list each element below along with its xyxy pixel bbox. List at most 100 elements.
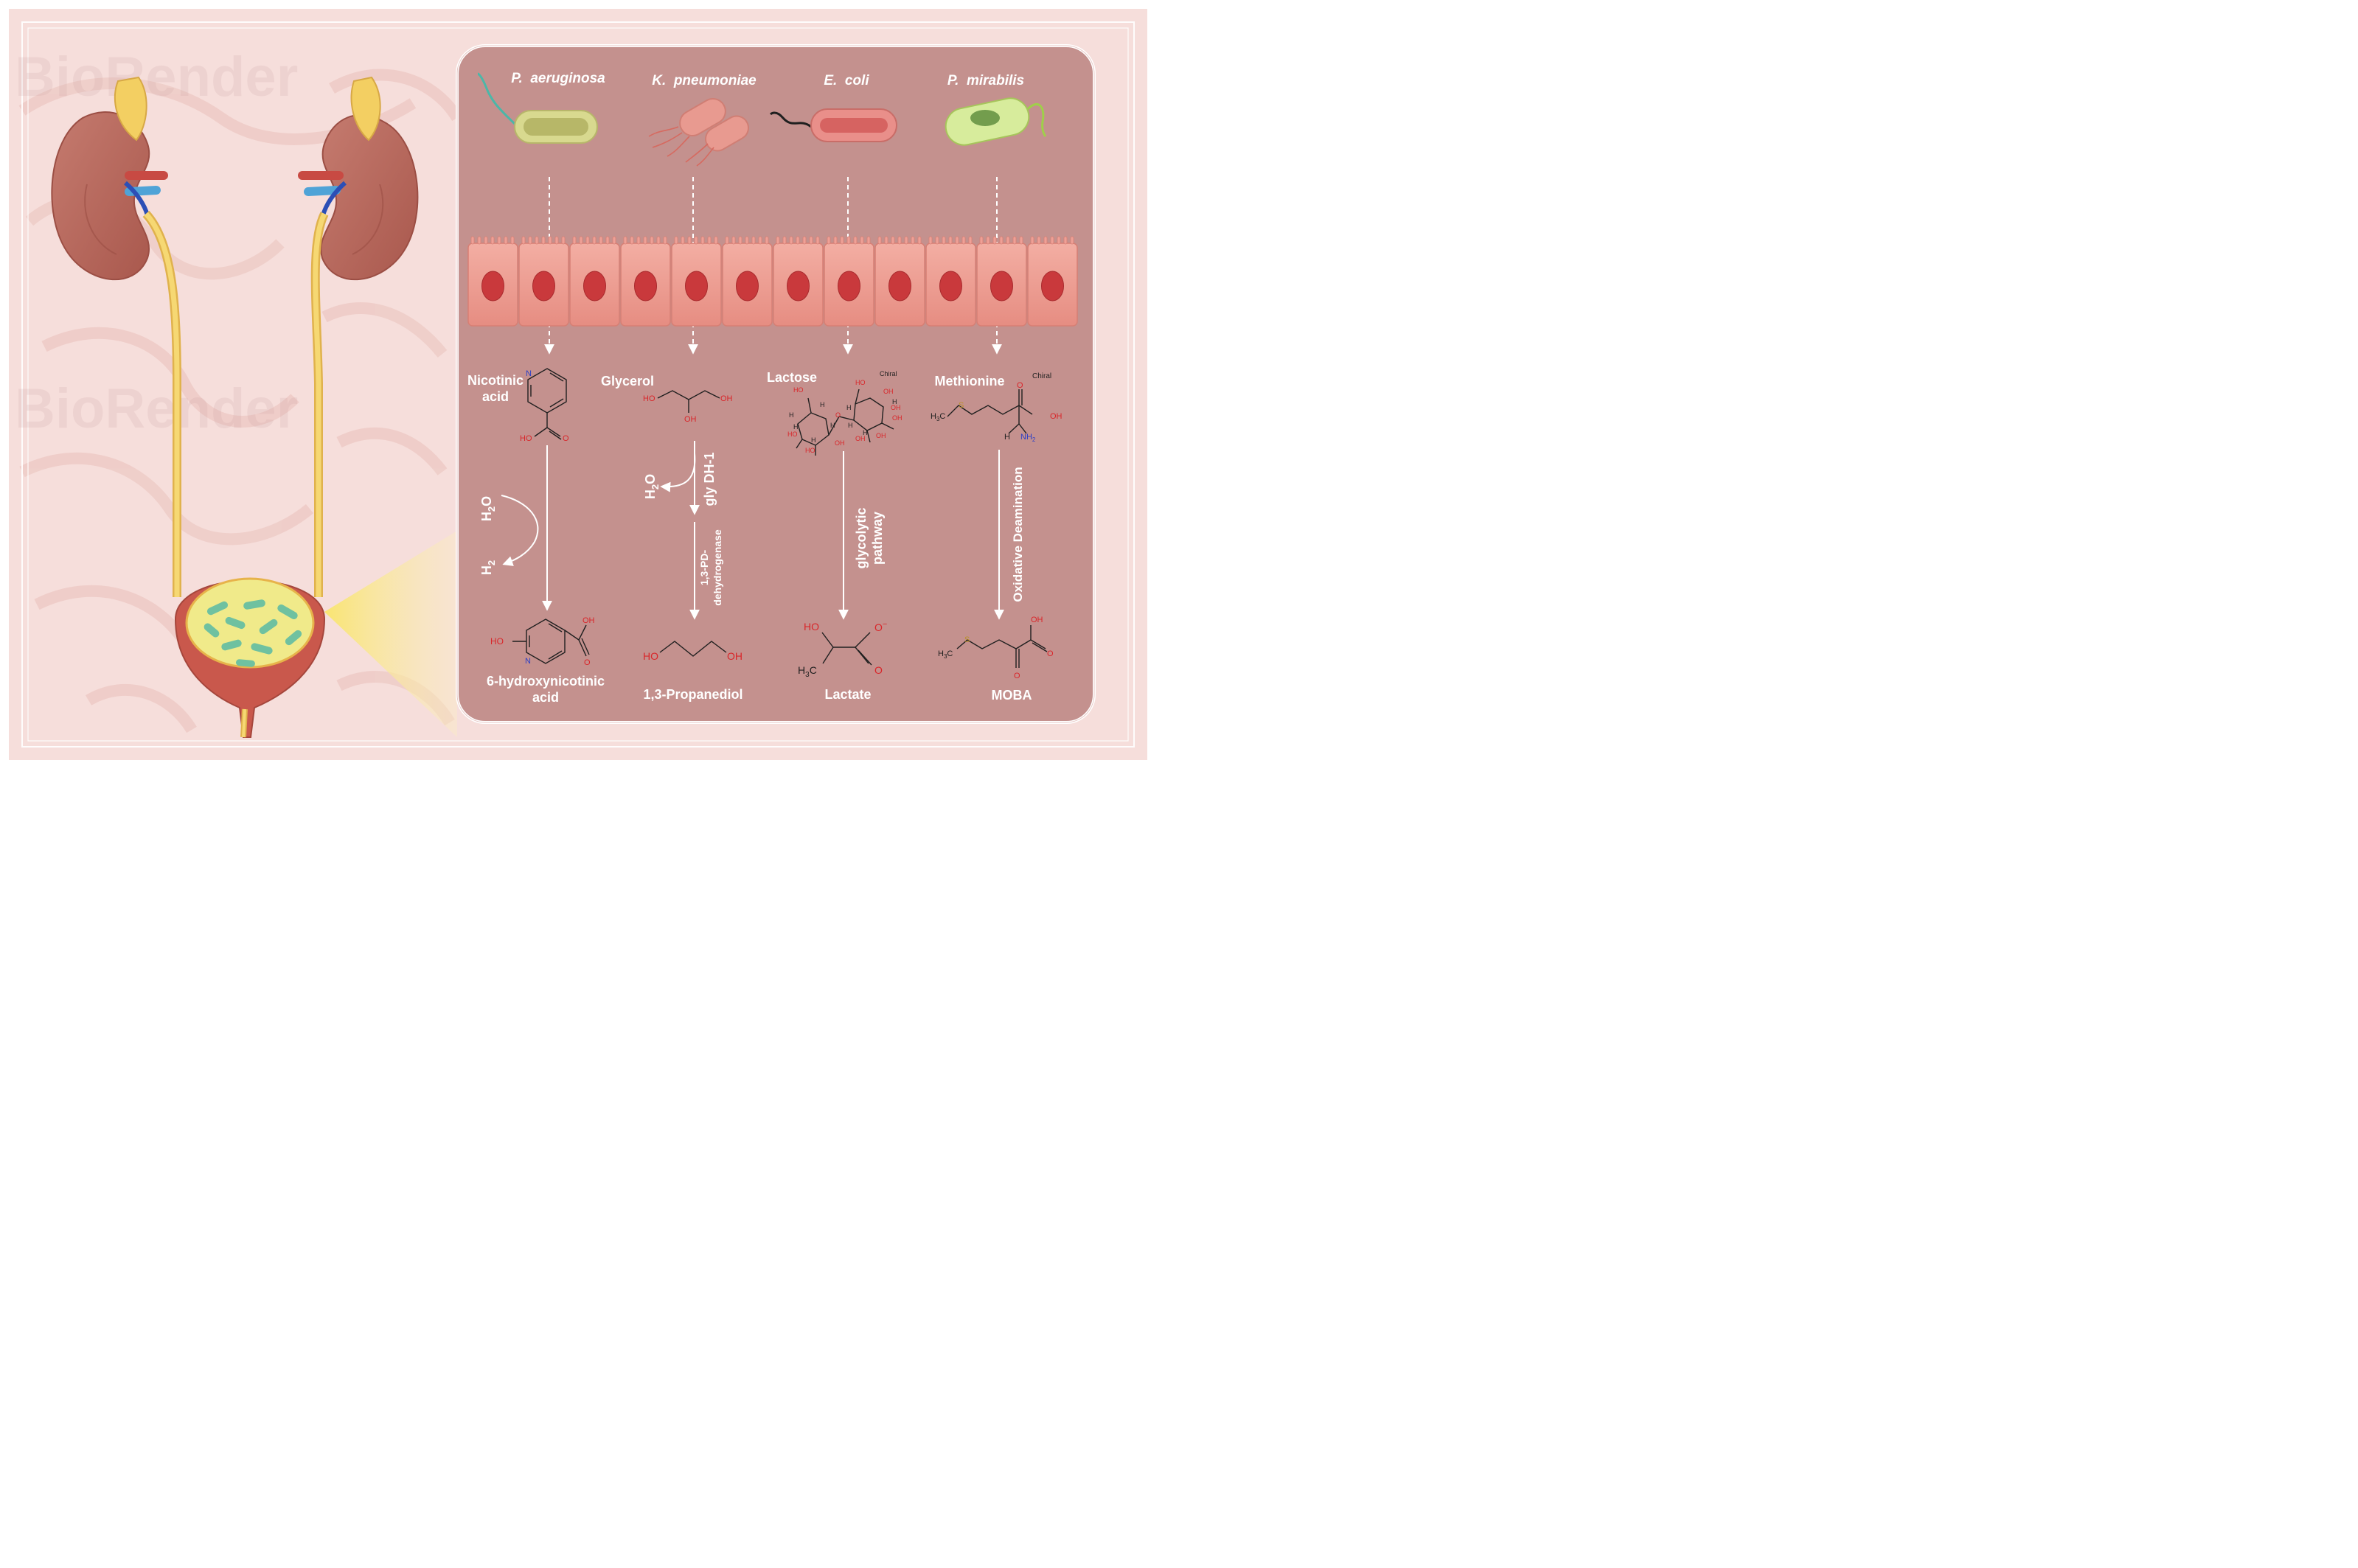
microvillus: [605, 236, 610, 245]
compound-label-nicotinic-acid: Nicotinic: [467, 373, 524, 388]
svg-text:HO: HO: [787, 431, 798, 438]
svg-text:N: N: [525, 657, 531, 666]
microvillus: [866, 236, 871, 245]
microvillus: [497, 236, 501, 245]
svg-text:OH: OH: [684, 415, 697, 424]
microvillus: [484, 236, 488, 245]
pathway-label-glycolytic: glycolytic: [854, 507, 869, 568]
product-label-6-hydroxynicotinic-acid-line2: acid: [532, 690, 559, 705]
compound-label-methionine: Methionine: [935, 374, 1005, 388]
svg-text:S: S: [964, 635, 970, 644]
left-kidney: [51, 76, 168, 281]
microvillus: [572, 236, 577, 245]
microvillus: [477, 236, 481, 245]
svg-text:S: S: [959, 401, 964, 410]
h2o-byproduct-label: H2O: [479, 496, 497, 521]
glycerol-h2o-byproduct-label: H2O: [643, 474, 661, 499]
microvillus: [955, 236, 959, 245]
svg-text:HO: HO: [643, 394, 655, 403]
1-3-propanediol-structure: HO OH: [643, 641, 742, 662]
organism-label-e-coli: E. coli: [824, 73, 869, 88]
microvillus: [968, 236, 973, 245]
svg-text:NH2: NH2: [1020, 433, 1036, 443]
bladder: [174, 577, 326, 738]
svg-text:O: O: [1014, 672, 1020, 680]
urinary-system-illustration: [51, 76, 457, 738]
nicotinic-acid-column: Nicotinic acid N HO O H2O H2: [467, 368, 605, 705]
microvillus: [765, 236, 769, 245]
urothelium-cell-layer: [467, 236, 1078, 327]
microvillus: [700, 236, 705, 245]
svg-text:HO: HO: [643, 650, 658, 662]
svg-text:HO: HO: [793, 386, 804, 394]
microvillus: [917, 236, 922, 245]
cell-nucleus: [888, 271, 911, 302]
svg-text:OH: OH: [855, 435, 866, 442]
microvillus: [623, 236, 627, 245]
methionine-chiral-tag: Chiral: [1032, 372, 1051, 380]
microvillus: [815, 236, 820, 245]
svg-text:H3C: H3C: [798, 664, 817, 679]
svg-text:OH: OH: [891, 404, 901, 411]
svg-text:O: O: [1017, 381, 1023, 390]
svg-text:BioRender: BioRender: [15, 46, 298, 108]
svg-text:OH: OH: [720, 394, 733, 403]
lactate-structure: HO O− O H3C: [798, 620, 887, 679]
microvillus: [1019, 236, 1023, 245]
enzyme-label-1-3-pd-dehydrogenase-line2: dehydrogenase: [712, 529, 723, 606]
enzyme-label-1-3-pd-dehydrogenase: 1,3-PD-: [698, 550, 710, 586]
k-pneumoniae-bacterium-icon: [648, 98, 749, 167]
microvillus: [891, 236, 895, 245]
svg-text:OH: OH: [835, 439, 845, 447]
microvillus: [809, 236, 813, 245]
svg-text:H: H: [811, 436, 816, 444]
methionine-structure: H3C S O OH H NH2: [931, 381, 1063, 443]
microvillus: [738, 236, 742, 245]
organism-label-k-pneumoniae: K. pneumoniae: [652, 73, 757, 88]
microvillus: [935, 236, 939, 245]
svg-text:OH: OH: [883, 388, 894, 395]
product-label-lactate: Lactate: [824, 687, 871, 702]
microvillus: [561, 236, 566, 245]
microvillus: [707, 236, 712, 245]
microvillus: [599, 236, 603, 245]
cell-nucleus: [481, 271, 504, 302]
microvillus: [846, 236, 851, 245]
diagram-canvas: BioRender BioRender BioRender BioRender: [0, 0, 1156, 769]
svg-text:OH: OH: [1050, 412, 1063, 421]
microvillus: [687, 236, 692, 245]
microvillus: [877, 236, 882, 245]
svg-text:OH: OH: [892, 414, 902, 422]
bladder-bacteria: [204, 599, 302, 667]
microvillus: [1057, 236, 1061, 245]
microvillus: [725, 236, 729, 245]
microvillus: [714, 236, 718, 245]
microvillus: [745, 236, 749, 245]
microvillus: [663, 236, 667, 245]
enzyme-label-gly-dh-1: gly DH-1: [702, 452, 717, 506]
microvillus: [789, 236, 793, 245]
cell-nucleus: [532, 271, 555, 302]
svg-text:H: H: [830, 422, 835, 429]
svg-text:O: O: [835, 411, 841, 419]
microvillus: [992, 236, 997, 245]
product-label-1-3-propanediol: 1,3-Propanediol: [643, 687, 742, 702]
microvillus: [548, 236, 552, 245]
product-label-6-hydroxynicotinic-acid: 6-hydroxynicotinic: [487, 674, 605, 689]
microvillus: [1050, 236, 1054, 245]
microvillus: [504, 236, 508, 245]
organism-labels: P. aeruginosa K. pneumoniae E. coli P. m…: [511, 71, 1024, 88]
microvillus: [1006, 236, 1010, 245]
microvillus: [585, 236, 590, 245]
microvillus: [751, 236, 756, 245]
compound-label-glycerol: Glycerol: [601, 374, 654, 388]
microvillus: [541, 236, 546, 245]
svg-text:O: O: [1047, 649, 1054, 658]
svg-text:O: O: [874, 664, 883, 676]
svg-text:H: H: [820, 401, 825, 408]
microvillus: [674, 236, 678, 245]
microvillus: [833, 236, 838, 245]
microvillus: [979, 236, 984, 245]
lactose-chiral-tag: Chiral: [880, 370, 897, 377]
lactose-column: Lactose Chiral HO HO OH OH OH O HO HO OH…: [767, 370, 902, 702]
